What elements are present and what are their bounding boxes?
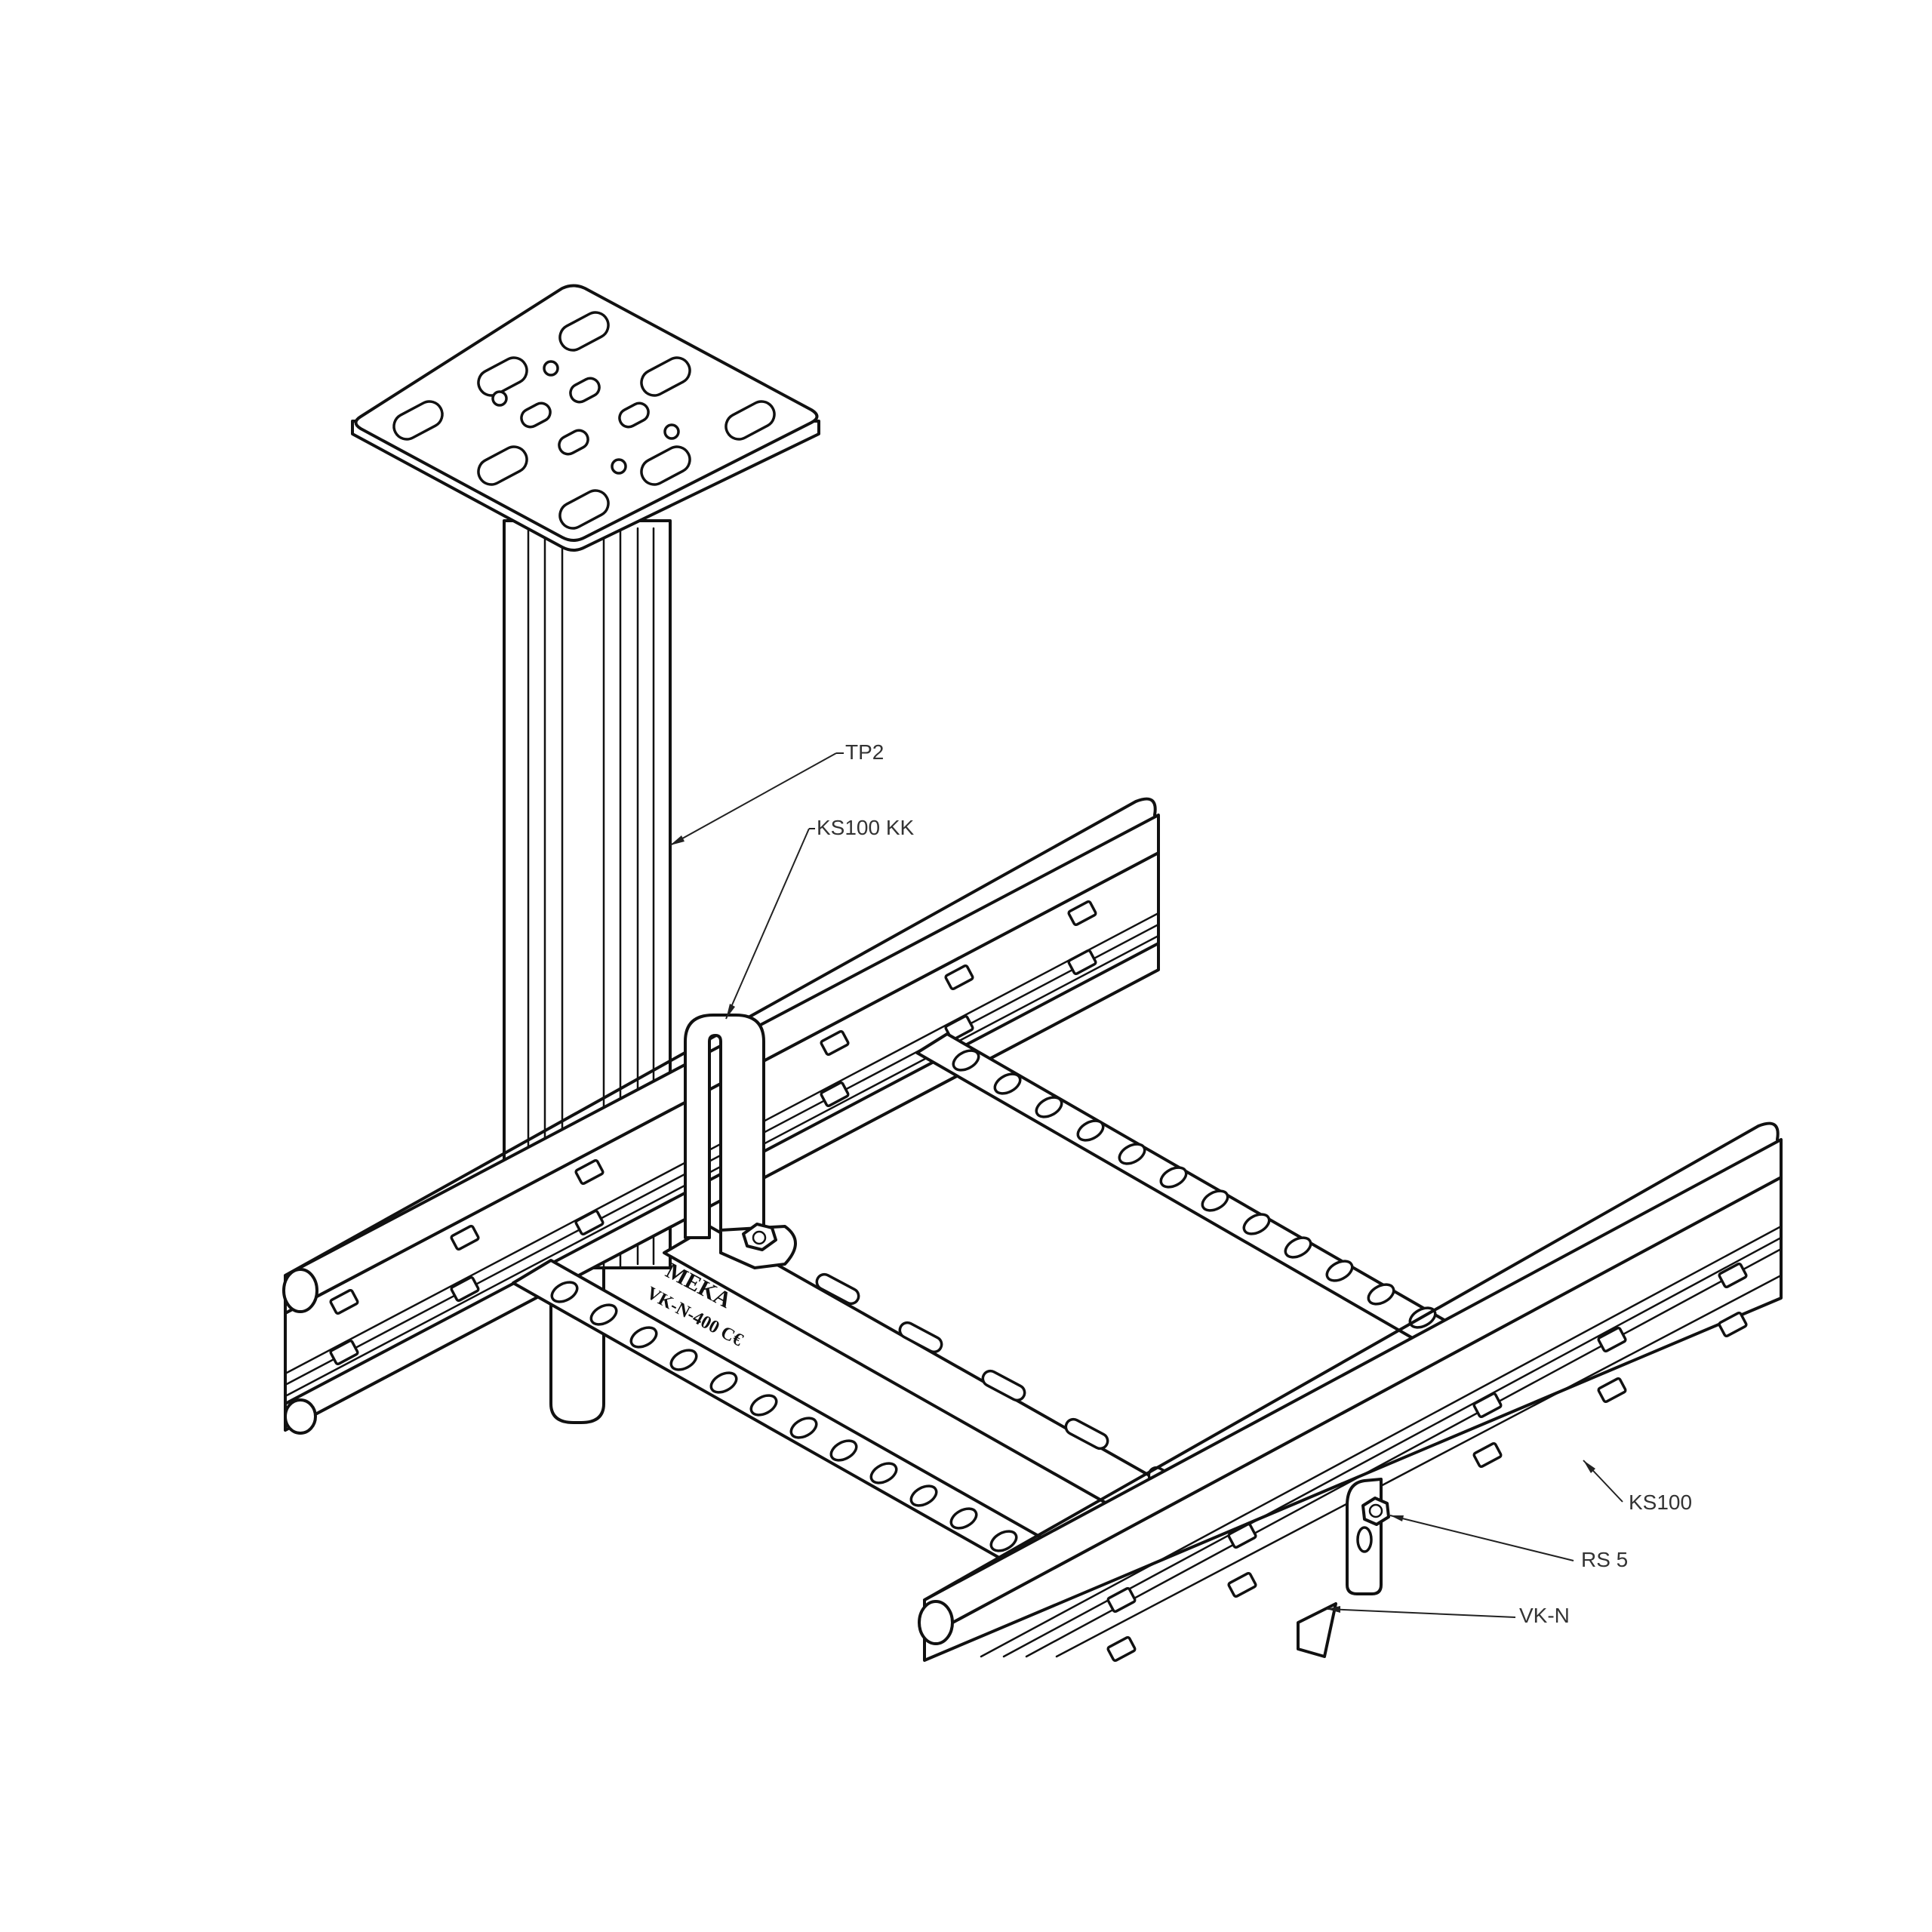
rear-rail-slots [329, 900, 1097, 1366]
front-side-rail [918, 1121, 1783, 1663]
clamp-hex-bolt [742, 1223, 777, 1251]
callout-vk-n: VK-N [1326, 1604, 1570, 1627]
ks100-kk-clamp [684, 1014, 797, 1269]
callout-ks100-kk: KS100 KK [725, 816, 915, 1020]
rung-holes [550, 1049, 1437, 1552]
callout-tp2: TP2 [669, 740, 884, 846]
ladder-rungs: MEKA VK-N-400 C€ [512, 1032, 1473, 1579]
rs5-bracket [1297, 1478, 1390, 1658]
label-rs5: RS 5 [1581, 1548, 1628, 1571]
callout-ks100: KS100 [1583, 1460, 1692, 1514]
rs5-hex-bolt [1361, 1497, 1390, 1526]
plate-slots [392, 311, 776, 530]
label-ks100: KS100 [1629, 1491, 1692, 1514]
label-vk-n: VK-N [1519, 1604, 1570, 1627]
top-mounting-plate [351, 284, 820, 552]
label-ks100-kk: KS100 KK [817, 816, 915, 839]
vk-n-bracket-tab [1297, 1602, 1337, 1658]
callout-rs5: RS 5 [1389, 1515, 1628, 1571]
label-tp2: TP2 [845, 740, 884, 764]
front-rail-slots [1106, 1262, 1748, 1663]
callouts: TP2 KS100 KK KS100 RS 5 VK-N [669, 740, 1692, 1627]
